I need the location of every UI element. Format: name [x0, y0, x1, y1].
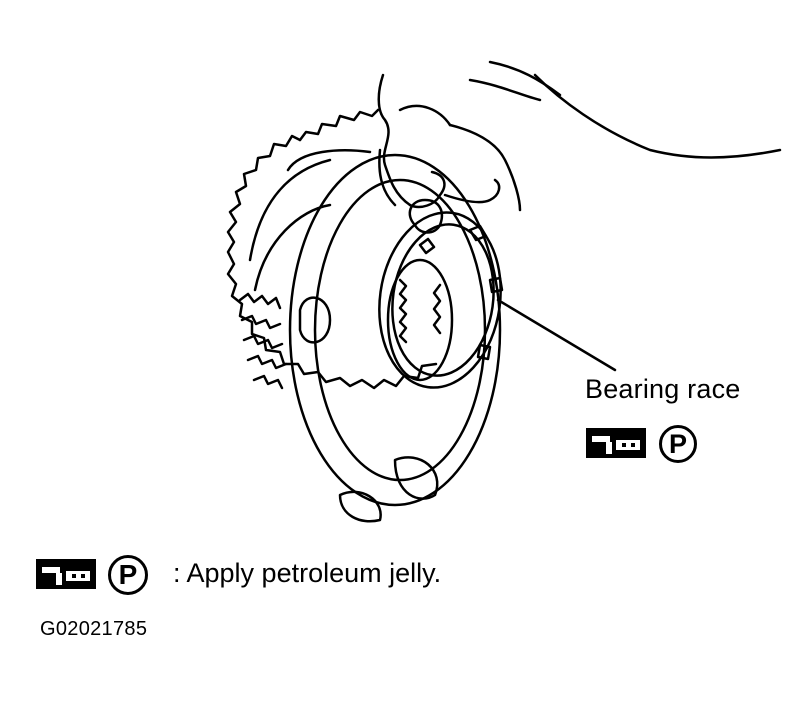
bearing-race-label: Bearing race: [585, 374, 741, 404]
hand: [377, 60, 782, 234]
legend-text: : Apply petroleum jelly.: [173, 558, 442, 588]
grease-gun-icon: [586, 428, 646, 458]
bearing-race: [378, 211, 504, 389]
petroleum-jelly-symbol: P: [108, 555, 148, 595]
callout-leader: [496, 298, 617, 372]
figure-id: G02021785: [40, 618, 148, 640]
differential-case: [238, 149, 502, 523]
grease-gun-icon: [36, 559, 96, 589]
petroleum-jelly-symbol: P: [659, 425, 697, 463]
ring-gear-teeth: [226, 108, 438, 390]
